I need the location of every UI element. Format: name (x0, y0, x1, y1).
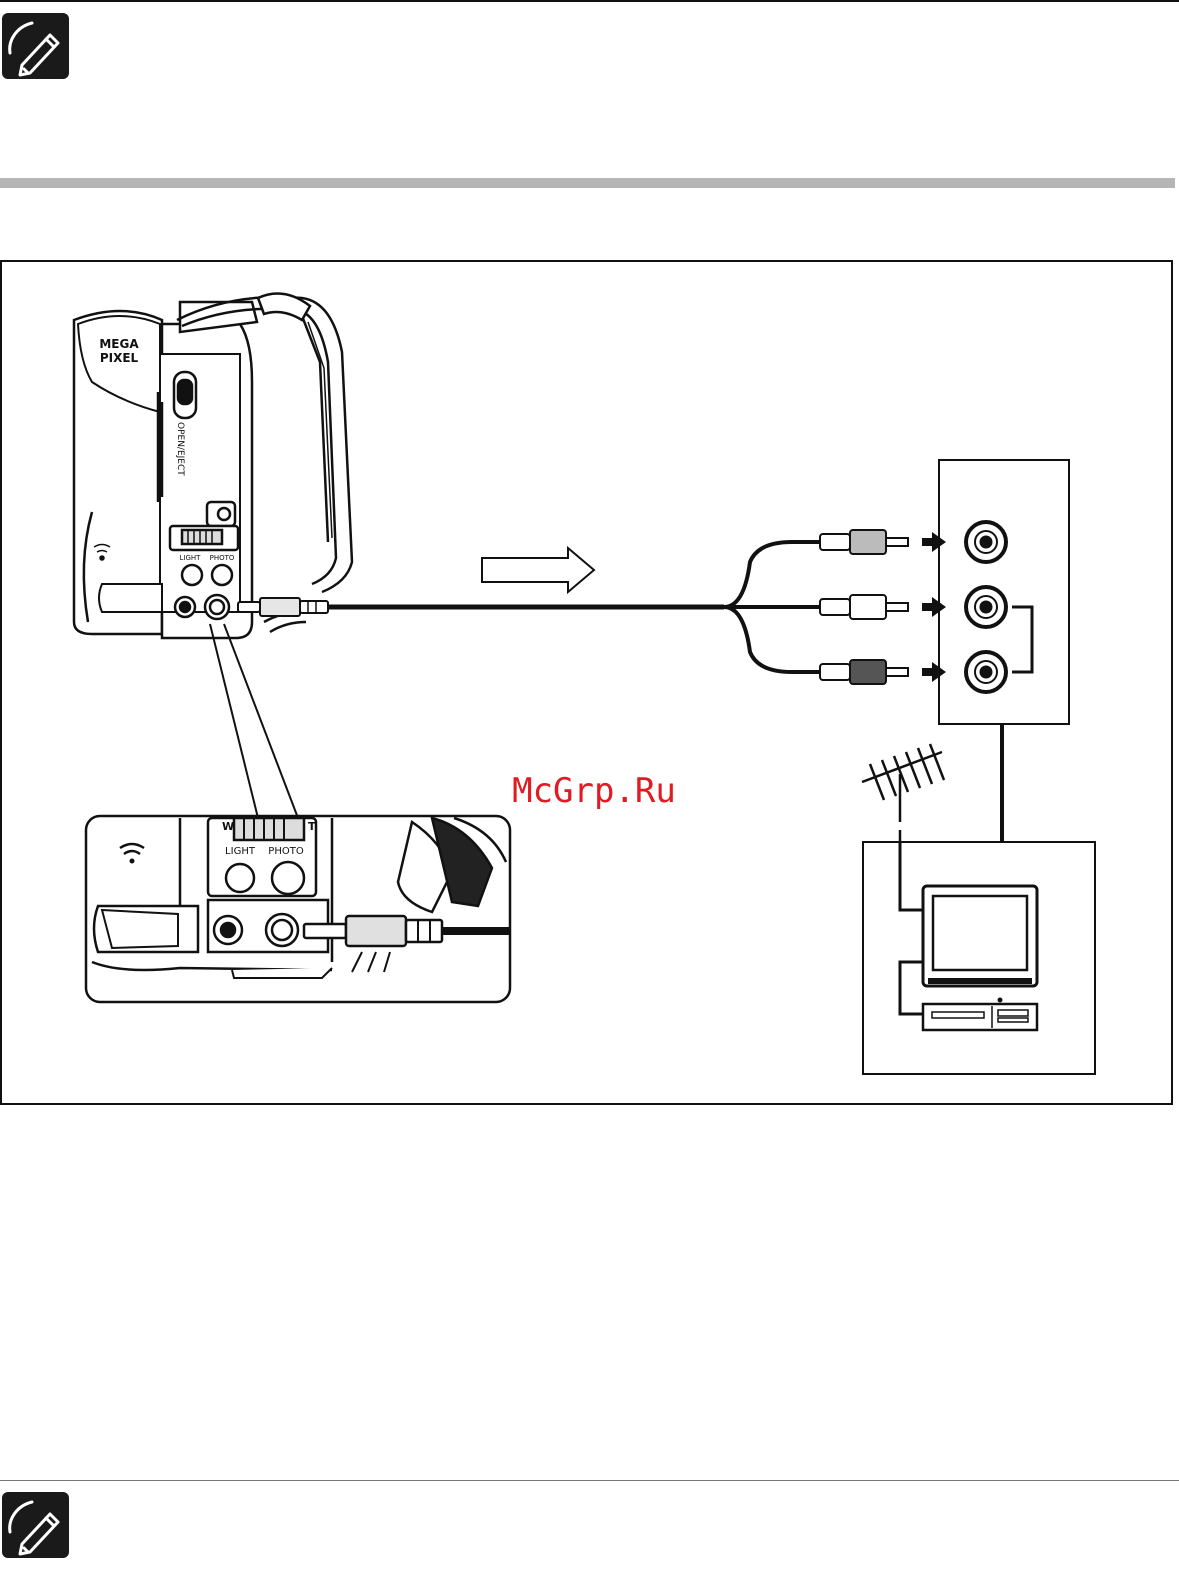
open-eject-label: OPEN/EJECT (175, 422, 185, 476)
note-pencil-icon (2, 13, 69, 79)
note-pencil-icon (2, 1492, 69, 1558)
antenna-icon (862, 744, 944, 842)
inset-w-label: W (222, 820, 234, 833)
connection-diagram: MEGA PIXEL OPEN/EJECT LIGHT PHOTO (2, 262, 1171, 1103)
light-label: LIGHT (180, 554, 202, 562)
rca-plug-audio-white (820, 595, 908, 619)
watermark-text: McGrp.Ru (512, 771, 676, 811)
direction-arrow-icon (482, 548, 594, 592)
mega-label: MEGA (99, 337, 139, 351)
section-divider (0, 178, 1175, 188)
inset-zoom-view: W T LIGHT PHOTO (86, 816, 510, 1002)
tv-and-vcr-illustration (862, 744, 1095, 1074)
bottom-rule (0, 1480, 1179, 1481)
photo-label: PHOTO (210, 554, 235, 562)
pixel-label: PIXEL (100, 351, 139, 365)
rca-plug-audio-red (820, 660, 908, 684)
inset-t-label: T (308, 820, 316, 833)
tv-input-jack-panel (922, 460, 1069, 724)
rca-plug-video (820, 530, 908, 554)
connection-diagram-frame: MEGA PIXEL OPEN/EJECT LIGHT PHOTO (0, 260, 1173, 1105)
inset-light-label: LIGHT (225, 846, 256, 857)
inset-photo-label: PHOTO (268, 846, 304, 857)
top-rule (0, 0, 1179, 2)
zoom-callout-lines (210, 624, 298, 818)
